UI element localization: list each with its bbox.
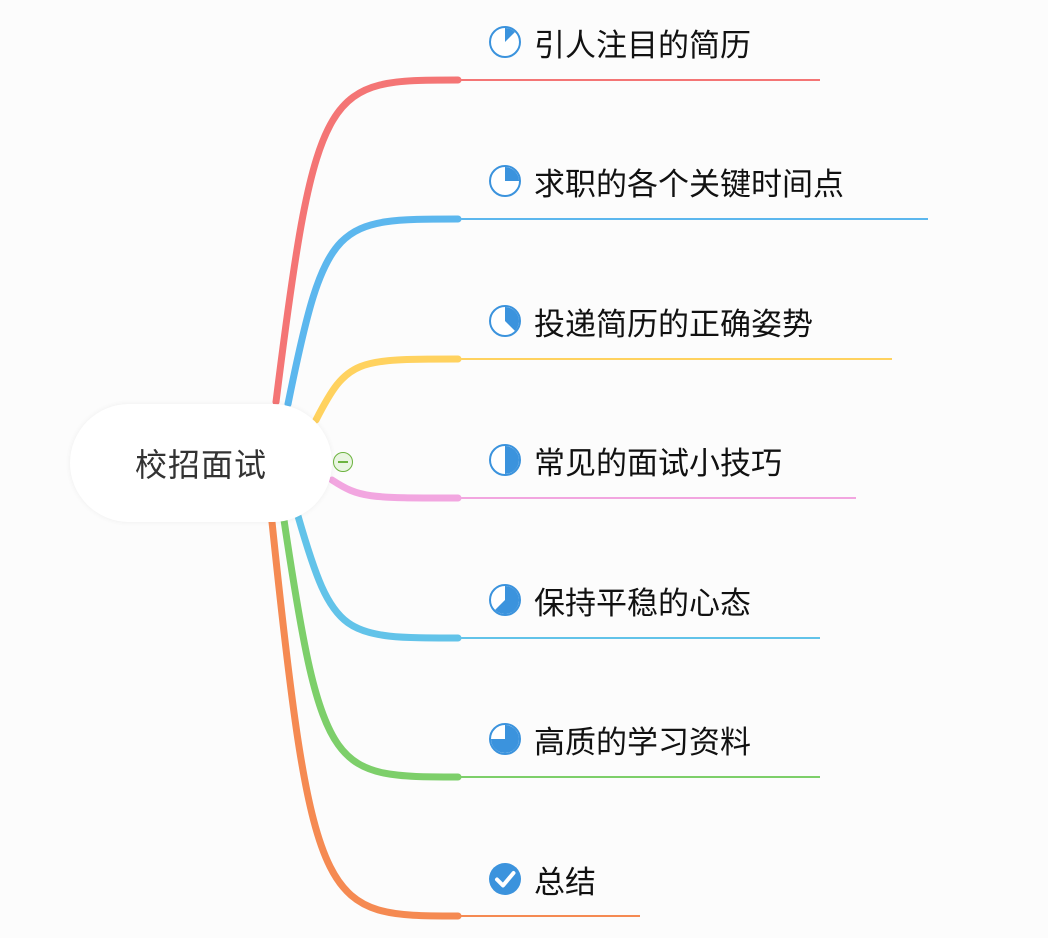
branch-label: 引人注目的简历 [534, 27, 751, 64]
branch-label: 求职的各个关键时间点 [534, 166, 844, 203]
progress-1-8-icon [489, 26, 521, 58]
root-node[interactable]: 校招面试 [70, 404, 332, 522]
branch-label: 总结 [534, 864, 596, 901]
branch-node-mindset[interactable]: 保持平稳的心态 [488, 580, 751, 622]
branch-label: 保持平稳的心态 [534, 585, 751, 622]
progress-3-8-icon [489, 305, 521, 337]
progress-1-2-icon [489, 444, 521, 476]
branch-node-interview-tips[interactable]: 常见的面试小技巧 [488, 440, 782, 482]
branch-label: 高质的学习资料 [534, 724, 751, 761]
collapse-toggle-icon[interactable] [333, 452, 353, 472]
branch-connector [272, 76, 462, 406]
branch-connector [294, 512, 462, 642]
branch-connector [284, 215, 462, 408]
progress-3-4-icon [489, 723, 521, 755]
branch-node-summary[interactable]: 总结 [488, 859, 596, 901]
branch-node-resume[interactable]: 引人注目的简历 [488, 22, 751, 64]
branch-node-materials[interactable]: 高质的学习资料 [488, 719, 751, 761]
branch-label: 投递简历的正确姿势 [534, 306, 813, 343]
branch-label: 常见的面试小技巧 [534, 445, 782, 482]
progress-5-8-icon [489, 584, 521, 616]
branch-connector [312, 355, 462, 424]
check-circle-icon [489, 863, 521, 895]
branch-node-submission[interactable]: 投递简历的正确姿势 [488, 301, 813, 343]
branch-connector [280, 516, 462, 781]
branch-connector [268, 518, 462, 920]
branch-connector [328, 476, 462, 502]
root-label: 校招面试 [134, 446, 267, 484]
branch-node-timeline[interactable]: 求职的各个关键时间点 [488, 161, 844, 203]
progress-1-4-icon [489, 165, 521, 197]
